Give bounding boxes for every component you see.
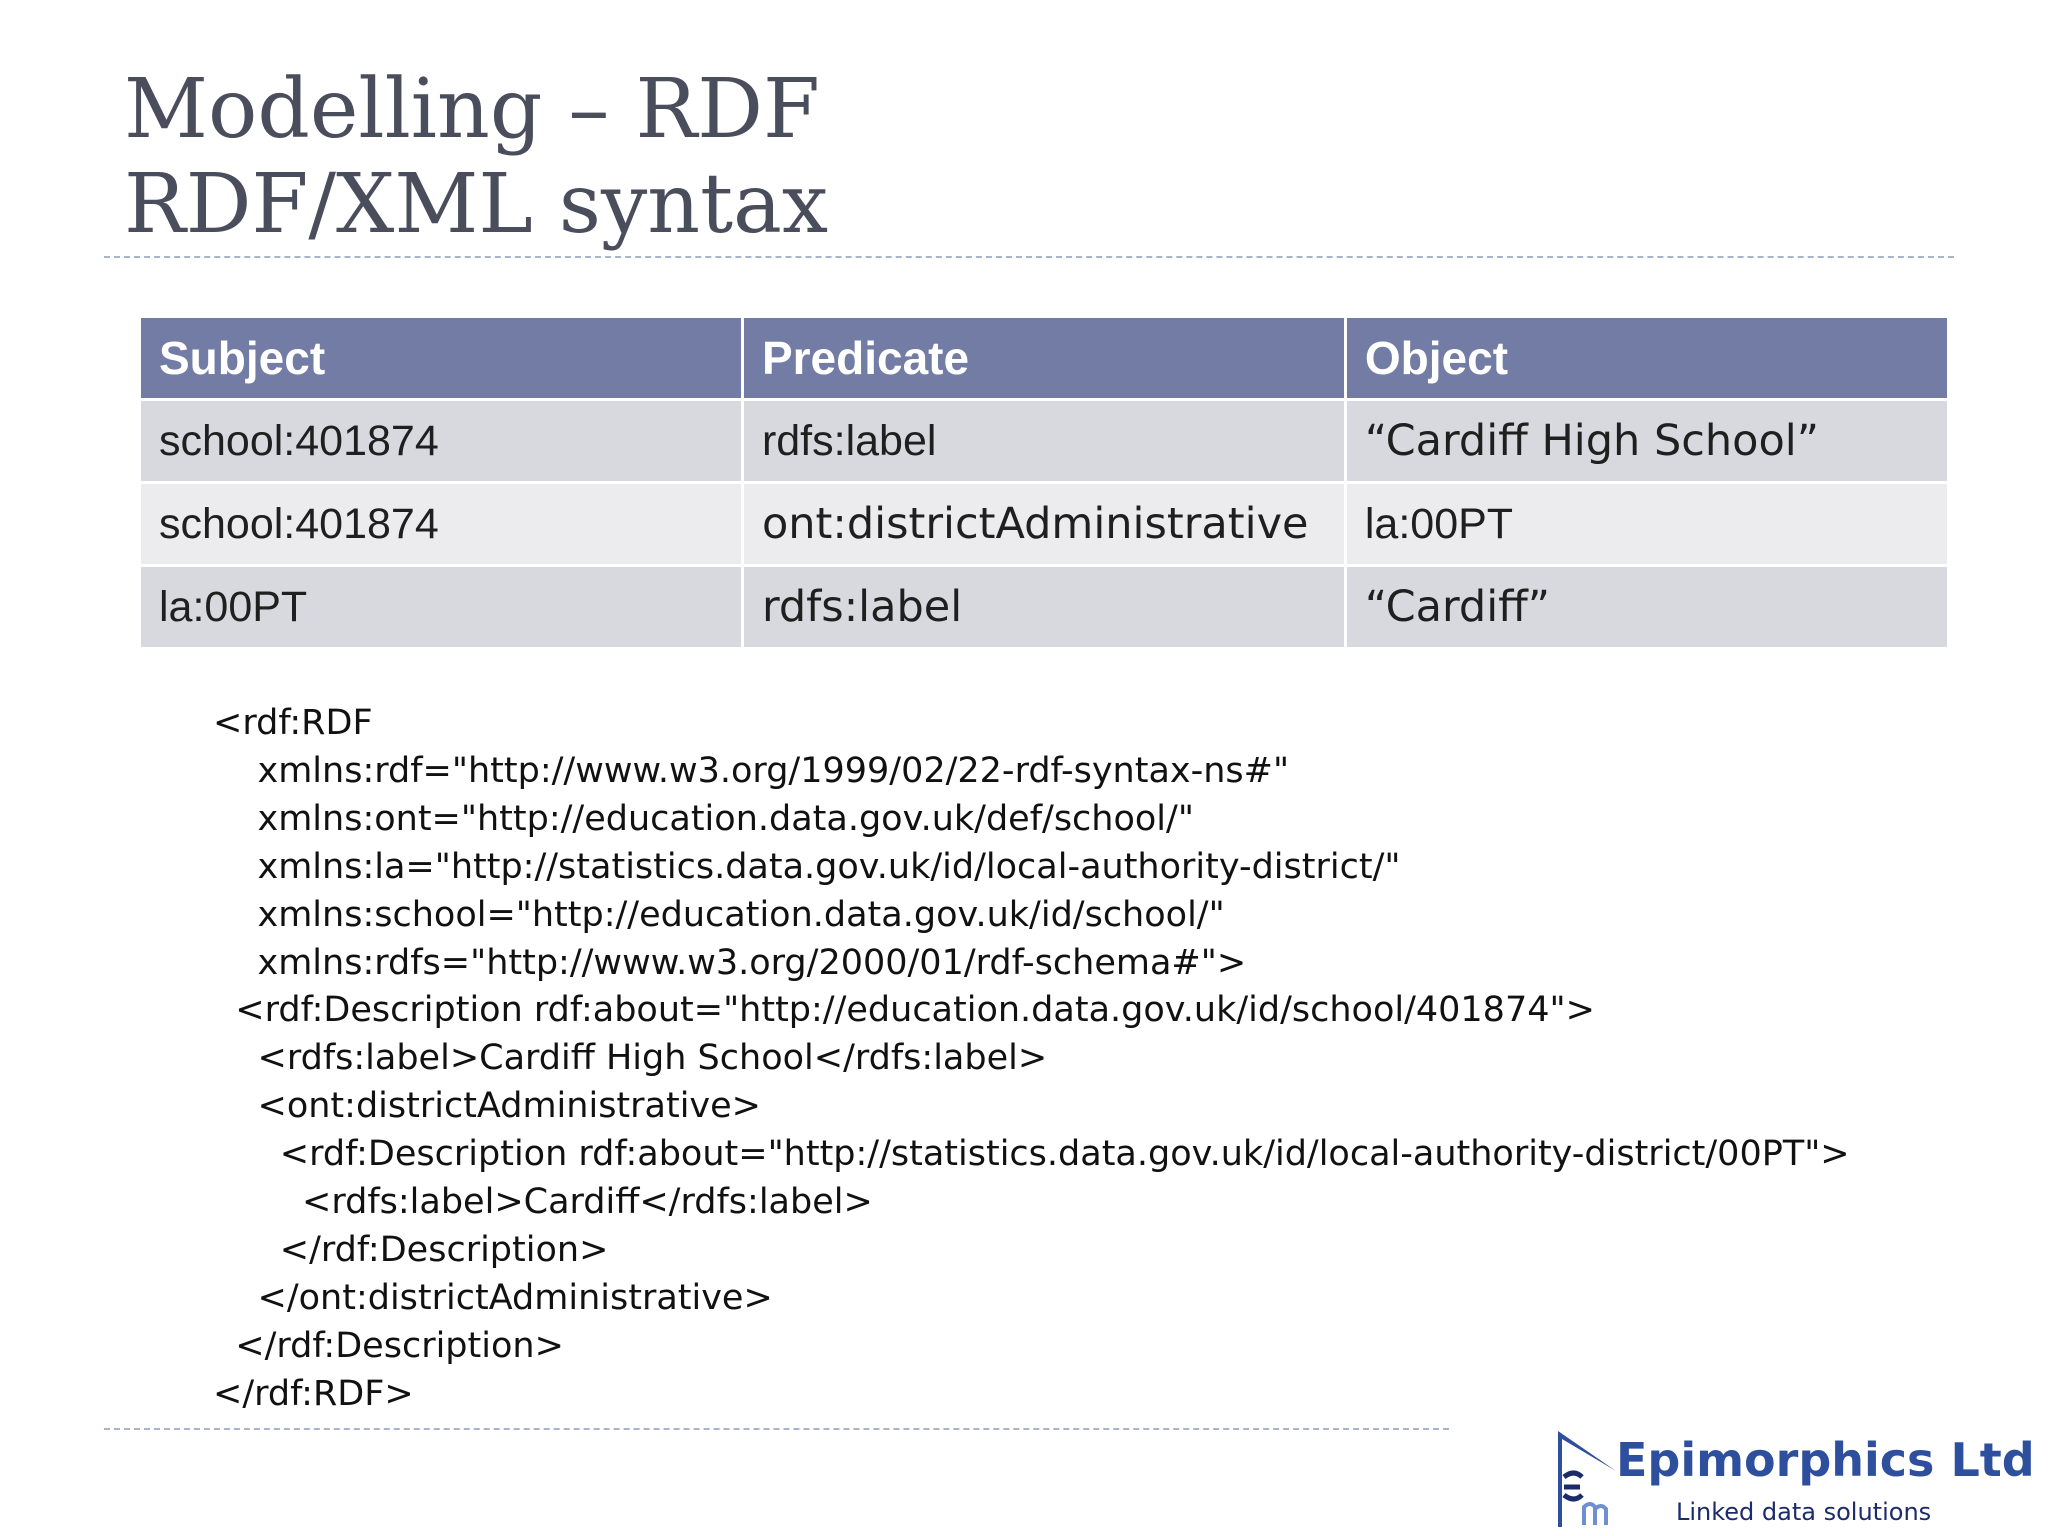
slide-title-line-2: RDF/XML syntax bbox=[124, 157, 829, 252]
code-line: <rdf:Description rdf:about="http://stati… bbox=[213, 1134, 1850, 1175]
table-row: school:401874 ont:districtAdministrative… bbox=[138, 481, 1951, 567]
cell-object: “Cardiff” bbox=[1343, 564, 1951, 650]
code-line: xmlns:la="http://statistics.data.gov.uk/… bbox=[213, 846, 1401, 887]
cell-subject: school:401874 bbox=[138, 481, 744, 567]
table-header-row: Subject Predicate Object bbox=[138, 315, 1951, 401]
code-line: <rdfs:label>Cardiff</rdfs:label> bbox=[213, 1182, 873, 1223]
code-line: <rdf:RDF bbox=[213, 703, 373, 743]
code-line: xmlns:rdfs="http://www.w3.org/2000/01/rd… bbox=[213, 942, 1247, 983]
code-line: </rdf:RDF> bbox=[213, 1373, 414, 1414]
logo-company-name: Epimorphics Ltd bbox=[1616, 1433, 2035, 1487]
cell-predicate: rdfs:label bbox=[740, 398, 1347, 484]
rdf-xml-code-block: <rdf:RDF xmlns:rdf="http://www.w3.org/19… bbox=[213, 700, 1850, 1419]
table-row: school:401874 rdfs:label “Cardiff High S… bbox=[138, 398, 1951, 484]
header-predicate: Predicate bbox=[740, 315, 1347, 401]
code-line: <rdf:Description rdf:about="http://educa… bbox=[213, 990, 1595, 1031]
code-line: xmlns:school="http://education.data.gov.… bbox=[213, 894, 1225, 935]
title-divider bbox=[104, 256, 1954, 258]
code-line: </rdf:Description> bbox=[213, 1325, 564, 1366]
cell-subject: school:401874 bbox=[138, 398, 744, 484]
code-line: </rdf:Description> bbox=[213, 1229, 609, 1270]
slide-title-line-1: Modelling – RDF bbox=[124, 62, 820, 157]
code-line: <ont:districtAdministrative> bbox=[213, 1086, 762, 1127]
code-line: xmlns:rdf="http://www.w3.org/1999/02/22-… bbox=[213, 750, 1290, 791]
slide-title: Modelling – RDF RDF/XML syntax bbox=[124, 62, 828, 252]
code-line: xmlns:ont="http://education.data.gov.uk/… bbox=[213, 798, 1194, 839]
cell-predicate: rdfs:label bbox=[740, 564, 1347, 650]
cell-object: “Cardiff High School” bbox=[1343, 398, 1951, 484]
logo-tagline: Linked data solutions bbox=[1676, 1498, 1932, 1526]
table-row: la:00PT rdfs:label “Cardiff” bbox=[138, 564, 1951, 650]
footer-divider bbox=[104, 1428, 1449, 1430]
epimorphics-logo: Epimorphics Ltd Linked data solutions bbox=[1548, 1425, 2035, 1530]
epimorphics-logo-icon bbox=[1558, 1431, 1616, 1527]
header-subject: Subject bbox=[138, 315, 744, 401]
triples-table: Subject Predicate Object school:401874 r… bbox=[138, 315, 1951, 650]
code-line: <rdfs:label>Cardiff High School</rdfs:la… bbox=[213, 1038, 1048, 1079]
cell-subject: la:00PT bbox=[138, 564, 744, 650]
cell-object: la:00PT bbox=[1343, 481, 1951, 567]
code-line: </ont:districtAdministrative> bbox=[213, 1277, 773, 1318]
header-object: Object bbox=[1343, 315, 1951, 401]
cell-predicate: ont:districtAdministrative bbox=[740, 481, 1347, 567]
